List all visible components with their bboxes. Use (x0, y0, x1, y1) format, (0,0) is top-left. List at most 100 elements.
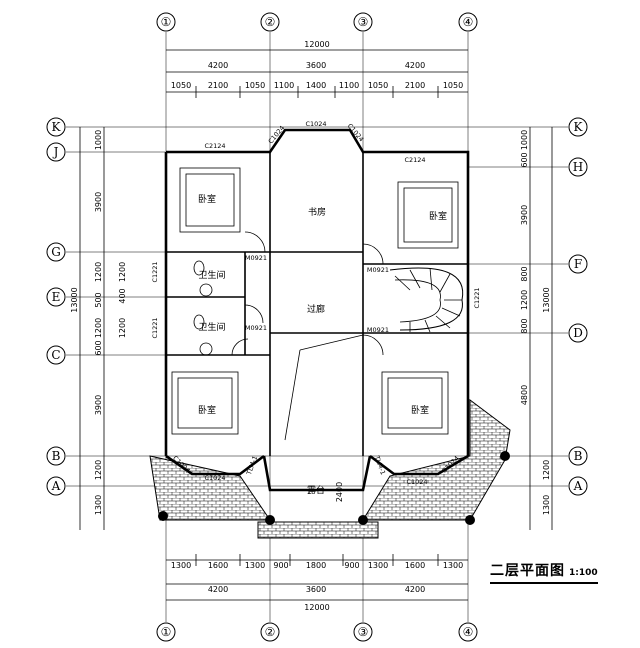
corridor-void-line (284, 349, 301, 441)
window-c1221-stair: C1221 (473, 287, 481, 308)
right-inner-dim-3: 3900 (520, 205, 529, 225)
axis-J-left-label: J (52, 145, 59, 159)
right-inner-dim-2: 600 (520, 152, 529, 167)
right-inner-dim-1: 1000 (520, 130, 529, 150)
top-detail-dim-2: 2100 (208, 81, 228, 90)
door-m0921-bath-lower: M0921 (245, 324, 267, 332)
staircase (389, 267, 464, 333)
terrace-depth-dim: 2400 (335, 482, 344, 502)
axis-A-left-label: A (51, 479, 61, 493)
axis-F-right (568, 254, 588, 274)
left-bath-dim-1: 1200 (118, 262, 127, 282)
axis-D-right-label: D (573, 326, 583, 340)
bottom-dimensions: 1300 1600 1300 900 1800 900 1300 1600 13… (166, 554, 468, 612)
bottom-mid-dim-1: 4200 (208, 585, 228, 594)
door-m0921-bath-upper: M0921 (245, 254, 267, 262)
right-inner-dim-8: 1200 (542, 460, 551, 480)
axis-2-bottom-label: ② (265, 625, 276, 639)
top-detail-dim-3: 1050 (245, 81, 265, 90)
left-outer-dim: 13000 (70, 287, 79, 312)
door-m0921-se: M0921 (367, 326, 389, 334)
bottom-axis-markers: ① ② ③ ④ (156, 622, 478, 642)
axis-C-left-label: C (51, 348, 60, 362)
bottom-mid-dim-3: 4200 (405, 585, 425, 594)
left-small-dim-1: 500 (94, 292, 103, 307)
axis-B-left-label: B (52, 449, 61, 463)
bedroom-se-label: 卧室 (411, 404, 429, 416)
axis-A-left (46, 476, 66, 496)
axis-1-top (156, 12, 176, 32)
axis-K-right-label: K (574, 120, 584, 134)
bottom-mid-dim-2: 3600 (306, 585, 326, 594)
window-c1024-north: C1024 (305, 120, 326, 128)
top-detail-dim-8: 2100 (405, 81, 425, 90)
axis-K-right (568, 117, 588, 137)
left-axis-markers: K J G E C B A (46, 117, 66, 496)
bottom-total-dim: 12000 (304, 603, 329, 612)
axis-1-bottom-label: ① (161, 625, 172, 639)
bottom-detail-dim-8: 1600 (405, 561, 425, 570)
axis-K-left-label: K (52, 120, 62, 134)
top-detail-dim-9: 1050 (443, 81, 463, 90)
bottom-detail-dim-3: 1300 (245, 561, 265, 570)
top-axis-markers: ① ② ③ ④ (156, 12, 478, 32)
axis-B-left (46, 446, 66, 466)
right-inner-dim-9: 1300 (542, 495, 551, 515)
top-detail-dim-5: 1400 (306, 81, 326, 90)
top-dimensions: 12000 4200 3600 4200 1050 2100 1050 1100… (166, 40, 468, 98)
right-outer-dim: 13000 (542, 287, 551, 312)
right-inner-dim-6: 800 (520, 318, 529, 333)
window-c2124-east: C2124 (404, 156, 425, 164)
axis-D-right (568, 323, 588, 343)
left-inner-dim-7: 1200 (94, 460, 103, 480)
axis-2-top (260, 12, 280, 32)
axis-G-left (46, 242, 66, 262)
drawing-scale: 1:100 (569, 568, 598, 578)
bedroom-sw-label: 卧室 (198, 404, 216, 416)
axis-2-bottom (260, 622, 280, 642)
bath-fixtures (193, 260, 213, 356)
top-mid-dim-3: 4200 (405, 61, 425, 70)
axis-H-right (568, 157, 588, 177)
balconies (149, 399, 511, 539)
bath-upper-label: 卫生间 (198, 269, 225, 281)
study-label: 书房 (308, 206, 326, 218)
bedroom-ne-label: 卧室 (429, 210, 447, 222)
room-labels: 卧室 书房 卧室 卫生间 卫生间 过廊 卧室 卧室 露台 (198, 193, 447, 496)
bottom-detail-dim-2: 1600 (208, 561, 228, 570)
left-inner-dim-3: 1200 (94, 262, 103, 282)
axis-3-top (353, 12, 373, 32)
right-dimensions: 13000 1000 600 3900 800 1200 800 4800 12… (520, 127, 553, 530)
door-m0921-stair: M0921 (367, 266, 389, 274)
axis-3-top-label: ③ (358, 15, 369, 29)
right-axis-markers: K H F D B A (568, 117, 588, 496)
top-detail-dim-7: 1050 (368, 81, 388, 90)
axis-A-right (568, 476, 588, 496)
left-inner-dim-4: 1200 (94, 318, 103, 338)
bath-lower-label: 卫生间 (198, 321, 225, 333)
door-swings (231, 231, 384, 356)
axis-4-top (458, 12, 478, 32)
axis-C-left (46, 345, 66, 365)
bottom-detail-dim-1: 1300 (171, 561, 191, 570)
window-c1024-sw: C1024 (204, 474, 225, 482)
bedroom-nw-label: 卧室 (198, 193, 216, 205)
top-mid-dim-1: 4200 (208, 61, 228, 70)
axis-K-left (46, 117, 66, 137)
window-c2124-west: C2124 (204, 142, 225, 150)
right-inner-dim-7: 4800 (520, 385, 529, 405)
axis-4-bottom-label: ④ (463, 625, 474, 639)
bottom-detail-dim-6: 900 (344, 561, 359, 570)
top-detail-dim-6: 1100 (339, 81, 359, 90)
corridor-label: 过廊 (307, 303, 325, 315)
terrace-label: 露台 (307, 484, 325, 496)
left-inner-dim-1: 1000 (94, 130, 103, 150)
left-small-dim-3: 600 (94, 340, 103, 355)
axis-E-left (46, 287, 66, 307)
axis-A-right-label: A (573, 479, 583, 493)
axis-F-right-label: F (574, 257, 582, 271)
left-inner-dim-2: 3900 (94, 192, 103, 212)
bed-furniture (171, 167, 459, 435)
top-total-dim: 12000 (304, 40, 329, 49)
